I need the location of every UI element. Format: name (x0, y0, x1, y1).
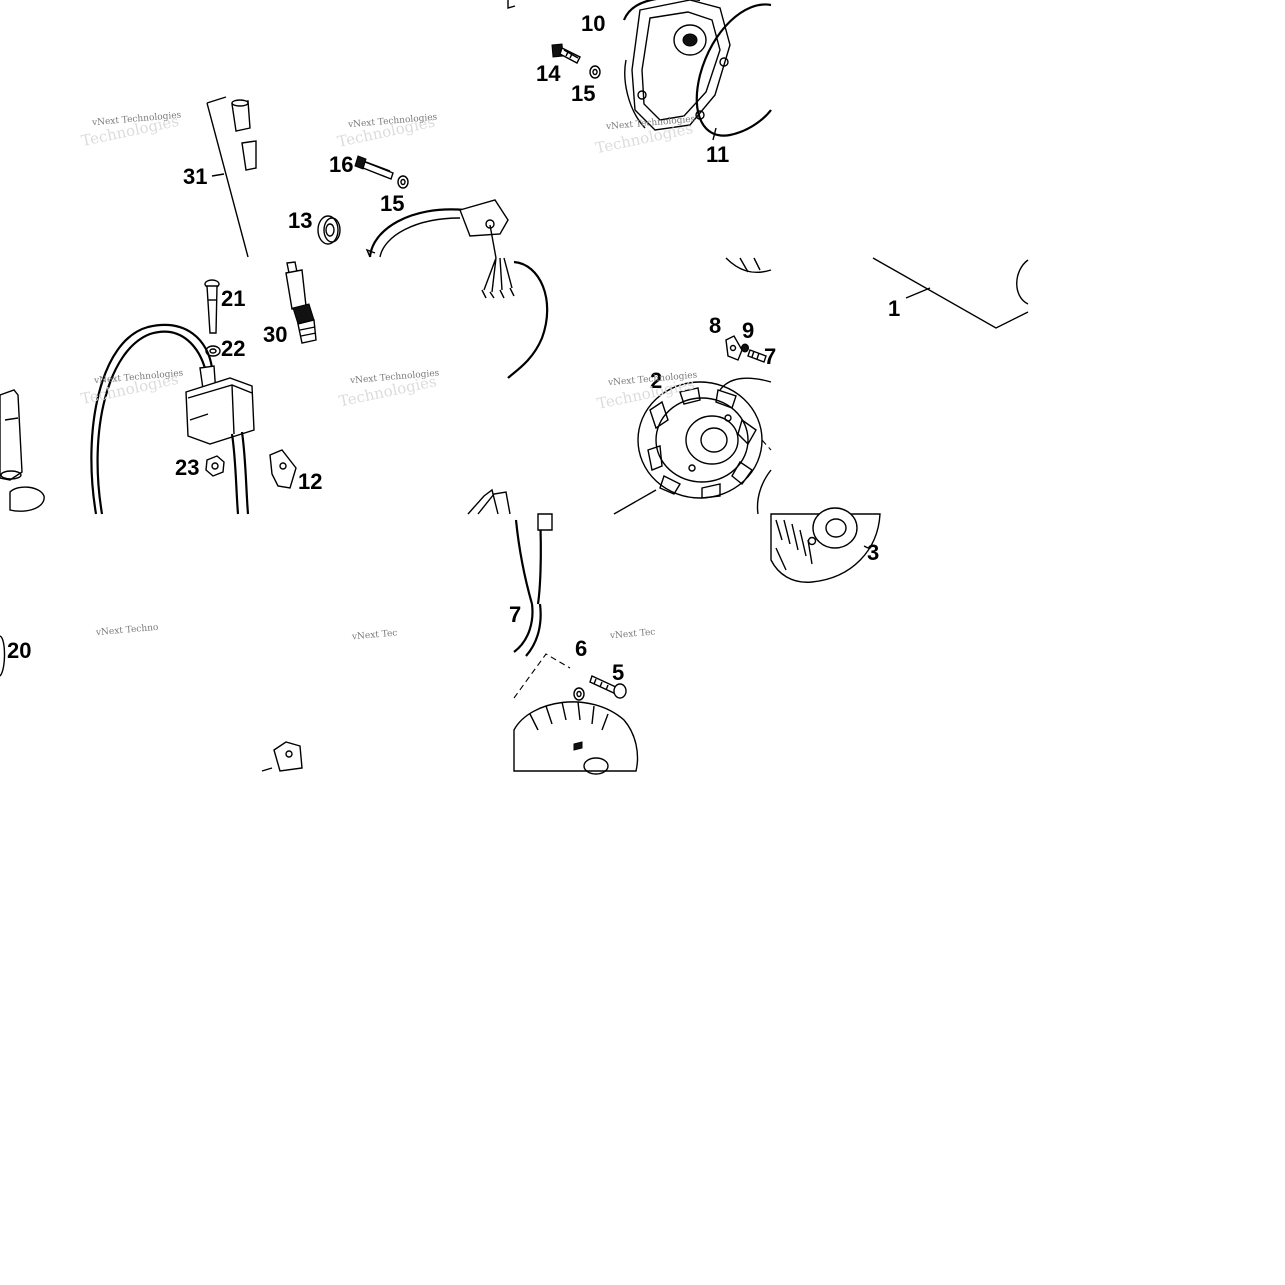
stator-wire-harness (481, 224, 549, 379)
ignition-coil (90, 324, 255, 515)
part-label-7-lower: 7 (509, 602, 521, 627)
washer-15-upper (589, 65, 601, 79)
part-label-30: 30 (263, 322, 287, 347)
part-20-edge (0, 635, 6, 677)
part-label-1: 1 (888, 296, 900, 321)
part-label-20: 20 (7, 638, 31, 663)
clip-lower (261, 741, 303, 772)
bolt-14 (551, 43, 581, 64)
stator-2 (613, 257, 772, 515)
rotor-edge-arc (756, 469, 772, 515)
part-label-9: 9 (742, 318, 754, 343)
part-label-12: 12 (298, 469, 322, 494)
screw-9 (741, 343, 767, 363)
generator-cover-10 (622, 0, 731, 131)
part-label-3: 3 (867, 540, 879, 565)
corner-bracket-mark (507, 0, 516, 9)
part-label-14: 14 (536, 61, 561, 86)
spark-plug-30 (285, 261, 317, 344)
leader-1 (872, 257, 1029, 329)
washer-22 (205, 345, 221, 357)
part-label-15-lower: 15 (380, 191, 404, 216)
part-label-31: 31 (183, 164, 207, 189)
rotor-lower (513, 701, 639, 775)
clip-12 (269, 449, 297, 489)
screw-5 (589, 675, 627, 699)
stator-screw-16 (354, 155, 394, 180)
bracket-8 (725, 335, 743, 361)
watermark-9: vNext Tec (609, 627, 656, 641)
part-label-16: 16 (329, 152, 353, 177)
spark-plug-connector (0, 389, 45, 512)
assembly-dash-line (513, 653, 571, 699)
washer-6 (573, 687, 585, 701)
part-label-13: 13 (288, 208, 312, 233)
part-label-15-upper: 15 (571, 81, 595, 106)
part-label-5: 5 (612, 660, 624, 685)
part-label-23: 23 (175, 455, 199, 480)
gasket-11 (695, 3, 772, 141)
part-label-10: 10 (581, 11, 605, 36)
grommet-13 (317, 215, 341, 245)
watermark-8: vNext Tec (351, 628, 398, 642)
part-label-21: 21 (221, 286, 245, 311)
harness-lower (467, 488, 511, 515)
cable-7 (513, 513, 553, 657)
part-label-2: 2 (650, 368, 662, 393)
leader-31 (211, 173, 225, 177)
washer-15-lower (397, 175, 409, 189)
bolt-21 (204, 279, 220, 334)
part-label-7-upper: 7 (764, 344, 776, 369)
part-label-22: 22 (221, 336, 245, 361)
ignition-cable-assembly (206, 96, 257, 258)
watermark-7: vNext Techno (95, 623, 159, 638)
part-label-6: 6 (575, 636, 587, 661)
part-label-8: 8 (709, 313, 721, 338)
part-label-11: 11 (706, 142, 729, 167)
nut-23 (205, 455, 225, 477)
flywheel-3 (770, 507, 881, 583)
